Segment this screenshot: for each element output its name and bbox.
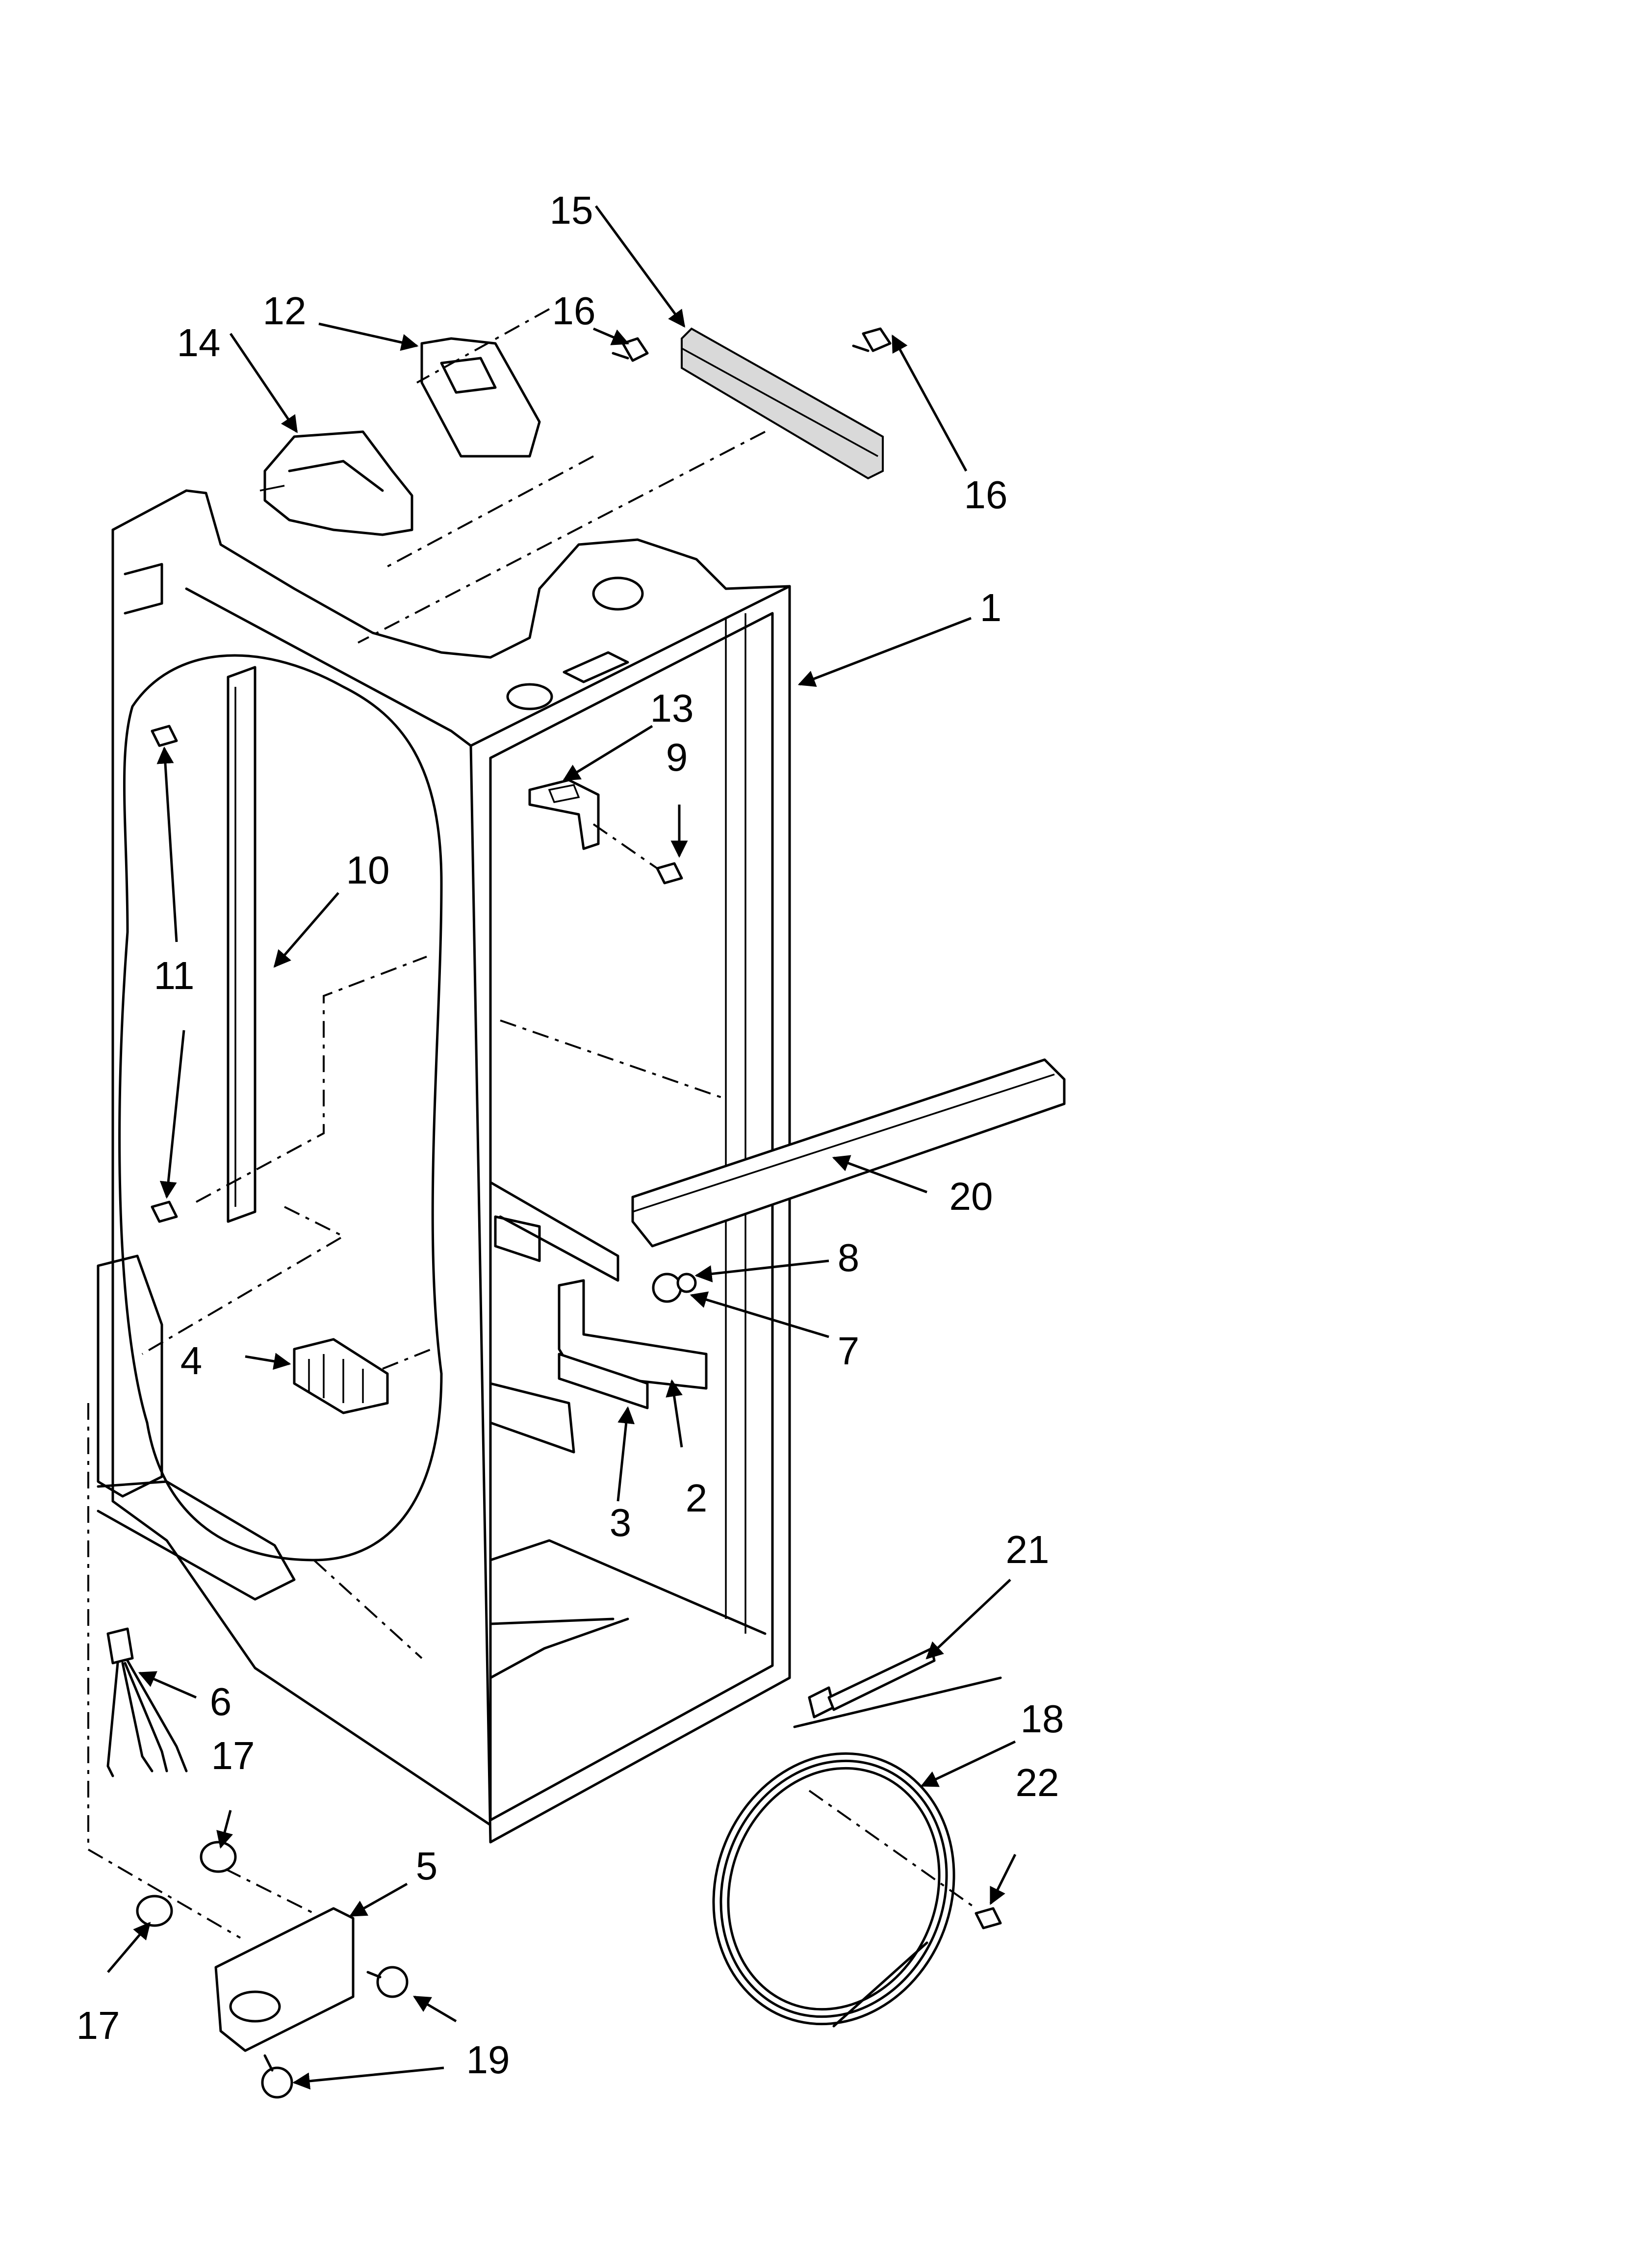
part-15-rail — [681, 327, 884, 480]
callout-19: 19 — [466, 2038, 510, 2082]
callout-22: 22 — [1016, 1761, 1059, 1804]
part-11-screw-top — [151, 725, 178, 747]
part-2-slide — [558, 1279, 708, 1390]
part-11-screw-bottom — [151, 1200, 178, 1223]
part-14-housing — [259, 430, 413, 536]
cabinet-liner — [97, 489, 791, 1844]
callout-14: 14 — [177, 321, 221, 365]
callout-5: 5 — [416, 1844, 438, 1888]
part-22-screw — [975, 1907, 1002, 1929]
callout-15: 15 — [550, 188, 593, 232]
callout-3: 3 — [610, 1501, 632, 1544]
part-16-screw-b — [852, 327, 892, 352]
part-20-cover — [631, 1058, 1066, 1248]
part-9-screw — [656, 862, 683, 885]
part-12-bracket — [420, 337, 541, 458]
part-6-harness — [106, 1627, 188, 1777]
callout-17-bottom: 17 — [77, 2004, 120, 2047]
part-7-8-knob — [652, 1273, 697, 1303]
callout-9: 9 — [666, 735, 688, 779]
part-5-housing — [214, 1907, 355, 2052]
part-17-plug-a — [200, 1841, 237, 1873]
callout-6: 6 — [210, 1680, 232, 1723]
part-18-tubing — [712, 1676, 1002, 2028]
callout-12: 12 — [263, 289, 307, 333]
part-13-bracket — [528, 779, 600, 850]
leader-arrows — [107, 205, 1017, 2090]
part-21-cable-tie — [808, 1647, 936, 1719]
part-16-screw-a — [612, 337, 649, 362]
assembly-lines — [87, 308, 977, 1939]
part-19-bulb-b — [261, 2054, 293, 2099]
callout-21: 21 — [1006, 1528, 1050, 1571]
callout-16-right: 16 — [964, 473, 1008, 517]
part-3-slide — [558, 1353, 649, 1409]
callout-10: 10 — [346, 848, 390, 892]
callout-16-top: 16 — [552, 289, 596, 333]
part-4-grille — [293, 1338, 389, 1414]
callout-labels: 15 12 16 14 16 1 13 9 10 11 20 8 7 4 3 2… — [77, 188, 1064, 2082]
callout-4: 4 — [180, 1339, 203, 1382]
part-19-bulb-a — [366, 1966, 409, 1998]
callout-7: 7 — [838, 1329, 860, 1373]
callout-1: 1 — [980, 586, 1002, 629]
callout-20: 20 — [949, 1174, 993, 1218]
callout-11: 11 — [154, 954, 194, 997]
callout-18: 18 — [1021, 1697, 1064, 1741]
callout-8: 8 — [838, 1236, 860, 1279]
callout-2: 2 — [686, 1476, 708, 1520]
callout-17-top: 17 — [211, 1734, 255, 1777]
callout-13: 13 — [650, 686, 694, 730]
part-17-plug-b — [136, 1895, 173, 1927]
